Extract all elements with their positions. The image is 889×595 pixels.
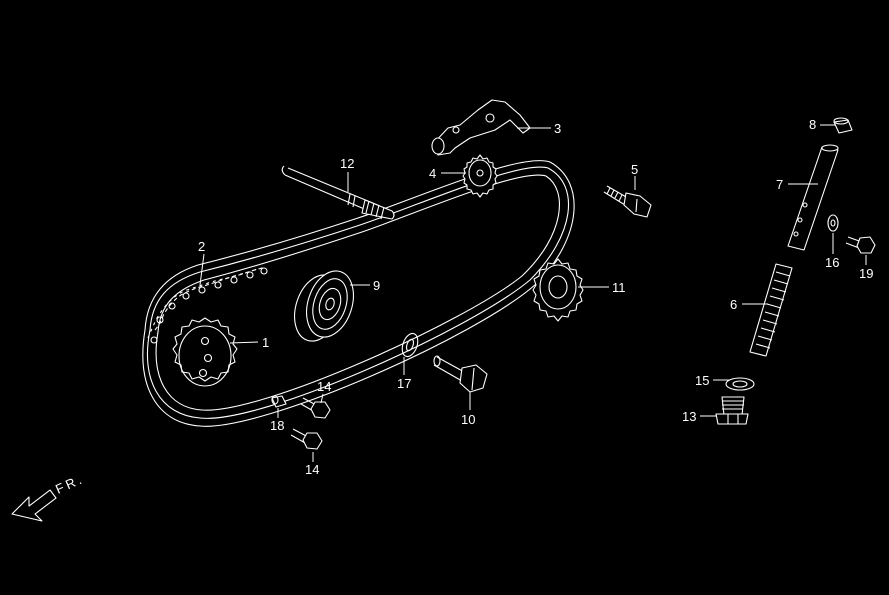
washer-16	[827, 214, 839, 232]
callout-10: 10	[461, 412, 475, 427]
bolt-14-lower	[290, 428, 323, 450]
callout-8: 8	[809, 117, 816, 132]
front-direction-indicator: FR.	[11, 471, 87, 522]
callout-2: 2	[198, 239, 205, 254]
callout-16: 16	[825, 255, 839, 270]
push-rod	[787, 144, 839, 251]
tensioner-roller	[294, 270, 354, 342]
cam-chain	[142, 160, 575, 427]
callout-14-upper: 14	[317, 379, 331, 394]
cap	[833, 117, 853, 134]
callout-7: 7	[776, 177, 783, 192]
bracket	[431, 99, 531, 156]
idler-sprocket	[532, 258, 584, 322]
callout-19: 19	[859, 266, 873, 281]
leader-lines	[199, 124, 867, 462]
bolt-14-upper	[300, 397, 331, 419]
callout-13: 13	[682, 409, 696, 424]
callout-14-lower: 14	[305, 462, 319, 477]
callout-1: 1	[262, 335, 269, 350]
washer-17	[401, 332, 419, 358]
callout-3: 3	[554, 121, 561, 136]
bolt-10	[433, 355, 488, 393]
callout-15: 15	[695, 373, 709, 388]
plug-bolt	[715, 396, 749, 425]
callout-12: 12	[340, 156, 354, 171]
direction-label: FR.	[53, 471, 86, 497]
callouts: 1 2 3 4 5 6 7 8 9 10 11 12 13 14 14 15 1…	[198, 117, 873, 477]
washer-15	[725, 377, 755, 391]
arrow-icon	[11, 489, 57, 522]
callout-6: 6	[730, 297, 737, 312]
callout-9: 9	[373, 278, 380, 293]
bolt-19	[845, 236, 876, 254]
callout-17: 17	[397, 376, 411, 391]
callout-11: 11	[612, 280, 626, 295]
callout-5: 5	[631, 162, 638, 177]
callout-18: 18	[270, 418, 284, 433]
bolt-5	[603, 185, 652, 218]
cam-sprocket	[172, 317, 238, 387]
dowel-pin	[271, 395, 287, 408]
small-sprocket	[462, 154, 498, 198]
callout-4: 4	[429, 166, 436, 181]
spring	[749, 263, 793, 357]
pin	[281, 165, 395, 220]
